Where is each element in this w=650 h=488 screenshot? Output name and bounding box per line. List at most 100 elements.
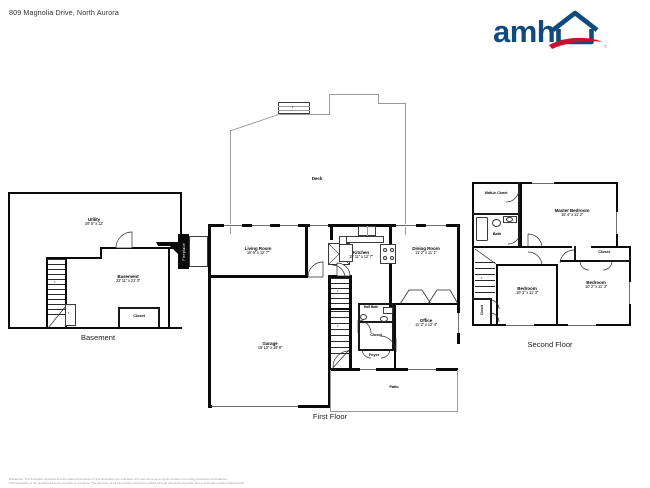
basement-wall-stairwell-right — [65, 257, 68, 327]
deck-edge-top-right — [329, 93, 379, 95]
ff-door-swing-halfbath — [357, 319, 373, 334]
deck-edge-right-step — [378, 102, 406, 104]
ff-stairs-upper — [331, 278, 349, 308]
room-label-office: Office 11' 2" x 12' 4" — [415, 318, 437, 328]
sf-wall-bedroom-left-right — [556, 264, 559, 324]
sf-bath-tub — [476, 217, 488, 241]
basement-plan: • • Closet Utility 29' 5" x 12' Basement… — [8, 192, 190, 334]
ff-patio-bottom — [330, 411, 458, 412]
sf-door-swing-bedroom-left — [527, 251, 544, 266]
sf-door-swing-closet2-r — [602, 260, 614, 271]
sf-window-bottom-1-line — [506, 324, 534, 326]
room-label-basement-closet: Closet — [133, 313, 145, 318]
sf-stairs-arrow: • — [481, 275, 483, 280]
ff-wall-closet-right — [392, 325, 394, 351]
amh-logo-svg: amh ® — [493, 10, 607, 49]
ff-wall-living-garage — [208, 275, 308, 278]
ff-wall-core-right — [349, 275, 352, 370]
sf-door-swing-master — [527, 233, 544, 248]
sf-wall-left-upper — [472, 182, 475, 248]
fireplace-hearth — [189, 236, 208, 267]
ff-window-top-3-line — [280, 225, 298, 226]
ff-window-right-line — [458, 313, 459, 333]
sf-wall-bedroom-left-top — [496, 264, 558, 267]
room-label-living-room: Living Room 15' 5" x 12' 7" — [244, 246, 272, 256]
room-label-patio: Patio — [389, 384, 399, 389]
basement-wall-stairwell-left — [46, 257, 49, 327]
sf-wall-closet2-left — [574, 246, 576, 262]
sf-stairs-diagonal — [474, 248, 497, 265]
ff-wall-top — [208, 224, 460, 227]
deck-step-riser — [329, 94, 330, 114]
sf-wall-bedroom-left-left — [496, 264, 499, 324]
floor-caption-first-floor: First Floor — [312, 412, 348, 421]
ff-stairs-lower-arrow: • — [337, 323, 339, 328]
ff-window-top-2-line — [252, 225, 270, 226]
sf-window-right-lower-line — [629, 282, 630, 304]
basement-wall-divider-left — [100, 247, 103, 259]
ff-patio-left — [330, 370, 331, 412]
ff-door-swing-closet-l — [361, 348, 374, 359]
ff-door-swing-stairs — [334, 262, 352, 277]
ff-patio-door-top-line — [310, 225, 328, 226]
room-label-garage: Garage 19' 10" x 19' 9" — [257, 341, 283, 351]
ff-patio-right — [457, 370, 458, 412]
basement-wall-right-lower — [168, 248, 171, 329]
sf-wall-closet2-bottom — [574, 260, 631, 262]
sf-wall-master-left — [520, 182, 523, 248]
ff-front-door-line — [360, 369, 376, 370]
deck-edge-diagonal — [229, 113, 282, 132]
ff-dining-bay — [399, 285, 459, 305]
property-address: 809 Magnolia Drive, North Aurora — [9, 8, 119, 17]
basement-wall-stairwell-top — [46, 257, 102, 260]
sf-window-right-line — [616, 212, 617, 234]
ff-range-burner-3 — [383, 256, 387, 260]
ff-kitchen-counter-upper — [346, 236, 384, 243]
ff-door-swing-closet-r — [380, 348, 392, 359]
basement-closet-wall-left — [118, 307, 120, 327]
deck-stairs-box — [278, 102, 310, 114]
amh-logo: amh ® — [491, 9, 639, 53]
sf-door-swing-bath — [507, 231, 522, 246]
floor-caption-basement: Basement — [80, 333, 116, 342]
room-label-upper-closet: Closet — [598, 249, 610, 254]
basement-closet-wall-right — [158, 307, 160, 327]
basement-utility-door — [115, 231, 138, 249]
ff-range-burner-2 — [390, 248, 394, 252]
logo-swoosh — [549, 37, 603, 49]
sf-window-bottom-2-line — [568, 324, 596, 326]
basement-corner-chamfer — [156, 242, 182, 260]
sf-bath-sink — [506, 217, 513, 222]
sf-door-swing-walkin — [505, 188, 520, 203]
first-floor-plan: • Deck Fireplace — [178, 93, 462, 412]
basement-closet-wall-top — [118, 307, 160, 309]
ff-garage-door-line — [212, 405, 298, 407]
room-label-half-bath: Half Bath — [363, 305, 379, 309]
ff-door-swing-utility — [331, 264, 348, 279]
ff-wall-office-left — [394, 303, 397, 369]
sf-door-swing-bedroom-right — [559, 249, 576, 264]
basement-wall-right-upper — [179, 192, 182, 248]
sf-wall-lowcloset-top — [472, 298, 492, 300]
ff-halfbath-toilet — [380, 316, 388, 322]
room-label-master-bedroom: Master Bedroom 15' 4" x 11' 2" — [554, 208, 590, 218]
ff-range-burner-4 — [390, 256, 394, 260]
room-label-bath: Bath — [492, 231, 502, 236]
ff-wall-closet-bottom — [358, 349, 394, 351]
ff-window-top-1-line — [224, 225, 242, 226]
ff-wall-kitchen-left — [330, 224, 333, 240]
disclaimer: Disclaimer: The floorplans depicted and … — [9, 477, 449, 486]
basement-wall-bottom — [8, 326, 182, 329]
ff-wall-halfbath-bottom — [358, 321, 394, 323]
ff-halfbath-sink — [360, 314, 367, 320]
sf-wall-lowcloset-right — [490, 298, 492, 324]
ff-wall-living-right — [305, 224, 308, 278]
sf-wall-left-lower — [472, 246, 475, 326]
ff-wall-halfbath-top — [358, 303, 394, 305]
room-label-hall-closet: Closet — [370, 332, 382, 337]
room-label-bedroom-right: Bedroom 10' 2" x 11' 3" — [585, 280, 607, 290]
sf-wall-bottom — [472, 323, 631, 326]
ff-wall-left-upper — [208, 224, 211, 278]
ff-door-swing-stair-bottom — [332, 350, 351, 369]
ff-door-swing-office — [379, 335, 398, 354]
